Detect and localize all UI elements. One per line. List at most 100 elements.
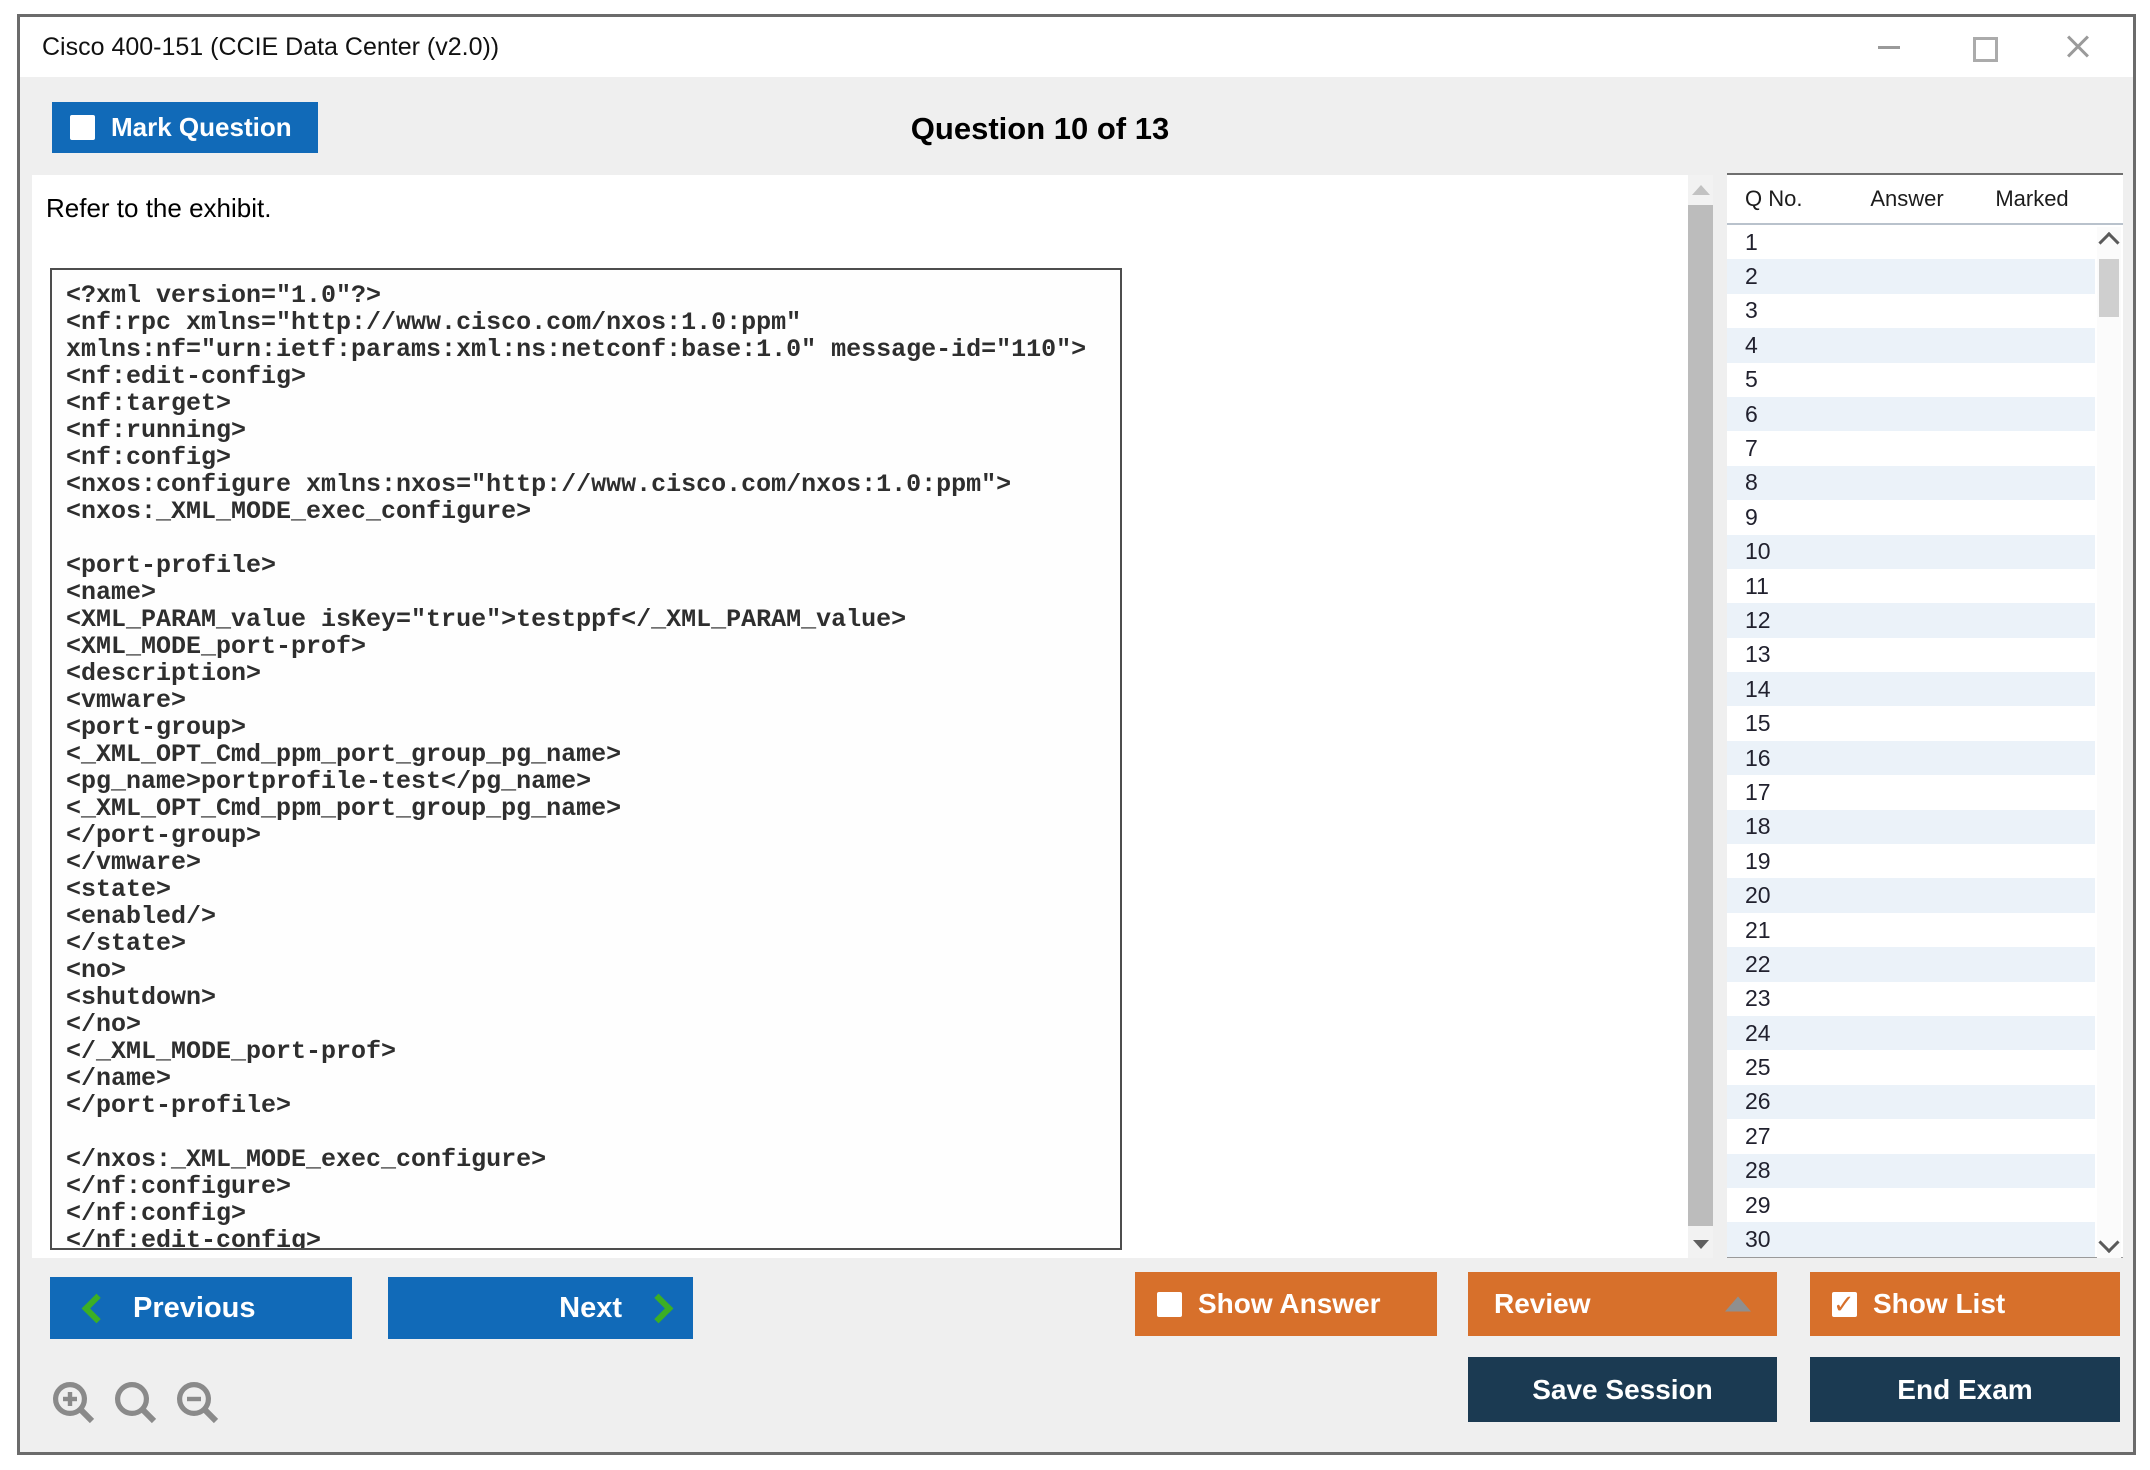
question-list-row[interactable]: 8	[1727, 465, 2095, 501]
show-list-label: Show List	[1873, 1288, 2006, 1319]
review-button[interactable]: Review	[1468, 1272, 1777, 1336]
scroll-up-icon[interactable]	[1691, 185, 1710, 195]
question-list-row[interactable]: 25	[1727, 1050, 2095, 1085]
question-list-row[interactable]: 15	[1727, 706, 2095, 741]
end-exam-button[interactable]: End Exam	[1810, 1357, 2120, 1422]
question-number: 22	[1745, 950, 1771, 977]
question-list-row[interactable]: 11	[1727, 568, 2095, 604]
question-list-row[interactable]: 23	[1727, 981, 2095, 1016]
window-title: Cisco 400-151 (CCIE Data Center (v2.0))	[42, 33, 500, 61]
zoom-toolbar	[50, 1379, 222, 1427]
question-number: 5	[1745, 366, 1758, 393]
question-number: 20	[1745, 882, 1771, 909]
question-number: 1	[1745, 228, 1758, 255]
question-list-row[interactable]: 20	[1727, 878, 2095, 913]
exam-window: Cisco 400-151 (CCIE Data Center (v2.0)) …	[17, 14, 2136, 1455]
question-list-row[interactable]: 21	[1727, 912, 2095, 948]
question-list-row[interactable]: 7	[1727, 431, 2095, 466]
zoom-reset-icon[interactable]	[112, 1379, 160, 1427]
question-list-row[interactable]: 30	[1727, 1222, 2095, 1257]
list-scrollbar-thumb[interactable]	[2099, 259, 2119, 317]
end-exam-label: End Exam	[1897, 1373, 2033, 1405]
question-number: 25	[1745, 1054, 1771, 1081]
mark-question-label: Mark Question	[111, 112, 292, 142]
maximize-icon[interactable]	[1969, 32, 1999, 62]
mark-question-checkbox[interactable]	[70, 115, 95, 140]
question-number: 9	[1745, 503, 1758, 530]
question-number: 3	[1745, 297, 1758, 324]
show-list-checkbox[interactable]: ✓	[1832, 1289, 1857, 1319]
list-scroll-down-icon[interactable]	[2098, 1231, 2120, 1254]
zoom-out-icon[interactable]	[174, 1379, 222, 1427]
question-list-scrollbar[interactable]	[2097, 227, 2121, 1258]
zoom-in-icon[interactable]	[50, 1379, 98, 1427]
question-number: 15	[1745, 710, 1771, 737]
question-list-row[interactable]: 16	[1727, 740, 2095, 776]
review-label: Review	[1494, 1288, 1591, 1319]
question-list-row[interactable]: 14	[1727, 672, 2095, 707]
next-chevron-icon	[643, 1293, 674, 1323]
question-number: 12	[1745, 606, 1771, 633]
question-list-row[interactable]: 2	[1727, 259, 2095, 294]
previous-label: Previous	[133, 1291, 256, 1324]
question-number: 8	[1745, 469, 1758, 496]
question-list-row[interactable]: 3	[1727, 293, 2095, 329]
minimize-icon[interactable]	[1875, 32, 1905, 62]
question-counter: Question 10 of 13	[910, 111, 1170, 146]
question-number: 2	[1745, 263, 1758, 290]
question-list-row[interactable]: 10	[1727, 534, 2095, 569]
header-band	[20, 77, 2133, 175]
show-list-button[interactable]: ✓ Show List	[1810, 1272, 2120, 1336]
previous-button[interactable]: Previous	[50, 1277, 352, 1339]
question-number: 14	[1745, 675, 1771, 702]
main-scrollbar-thumb[interactable]	[1688, 205, 1713, 1226]
next-label: Next	[559, 1291, 622, 1324]
question-list-row[interactable]: 1	[1727, 225, 2095, 260]
window-controls	[1875, 17, 2093, 77]
question-list-row[interactable]: 29	[1727, 1187, 2095, 1223]
scroll-down-icon[interactable]	[1692, 1240, 1709, 1249]
col-header-qno: Q No.	[1745, 186, 1803, 211]
title-bar: Cisco 400-151 (CCIE Data Center (v2.0))	[20, 17, 2133, 77]
save-session-button[interactable]: Save Session	[1468, 1357, 1777, 1422]
question-list-row[interactable]: 26	[1727, 1084, 2095, 1120]
next-button[interactable]: Next	[388, 1277, 693, 1339]
save-session-label: Save Session	[1532, 1373, 1713, 1405]
col-header-marked: Marked	[1995, 186, 2069, 211]
question-list-row[interactable]: 13	[1727, 637, 2095, 673]
question-list-row[interactable]: 28	[1727, 1153, 2095, 1188]
mark-question-button[interactable]: Mark Question	[52, 102, 318, 153]
question-list-row[interactable]: 4	[1727, 328, 2095, 363]
main-scrollbar[interactable]	[1688, 175, 1713, 1258]
question-number: 24	[1745, 1019, 1771, 1046]
question-number: 16	[1745, 744, 1771, 771]
review-caret-icon	[1725, 1296, 1751, 1312]
question-number: 7	[1745, 435, 1758, 462]
question-list-row[interactable]: 18	[1727, 809, 2095, 845]
previous-chevron-icon	[81, 1293, 112, 1323]
question-number: 13	[1745, 641, 1771, 668]
show-answer-checkbox[interactable]	[1157, 1291, 1182, 1317]
col-header-answer: Answer	[1870, 186, 1944, 211]
question-list-row[interactable]: 9	[1727, 500, 2095, 535]
question-list-row[interactable]: 24	[1727, 1015, 2095, 1051]
exhibit-xml-code: <?xml version="1.0"?> <nf:rpc xmlns="htt…	[66, 281, 1087, 1250]
question-list-row[interactable]: 19	[1727, 844, 2095, 879]
question-number: 19	[1745, 847, 1771, 874]
question-number: 11	[1745, 572, 1769, 599]
question-list-row[interactable]: 17	[1727, 775, 2095, 810]
question-list-row[interactable]: 12	[1727, 603, 2095, 638]
close-icon[interactable]	[2063, 32, 2093, 62]
question-number: 26	[1745, 1088, 1771, 1115]
question-area: Refer to the exhibit. <?xml version="1.0…	[32, 175, 1688, 1258]
show-answer-button[interactable]: Show Answer	[1135, 1272, 1437, 1336]
show-answer-label: Show Answer	[1198, 1288, 1381, 1319]
question-list-row[interactable]: 27	[1727, 1119, 2095, 1154]
question-list-row[interactable]: 6	[1727, 396, 2095, 432]
question-number: 4	[1745, 331, 1758, 358]
question-list-row[interactable]: 22	[1727, 947, 2095, 982]
question-number: 10	[1745, 538, 1771, 565]
list-scroll-up-icon[interactable]	[2098, 231, 2120, 254]
question-number: 18	[1745, 813, 1771, 840]
question-list-row[interactable]: 5	[1727, 362, 2095, 397]
